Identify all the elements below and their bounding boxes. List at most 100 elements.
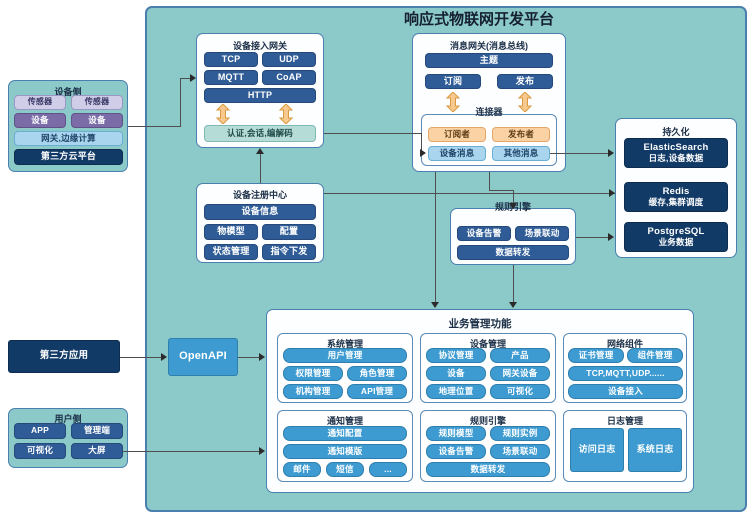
dev-visualization[interactable]: 可视化 bbox=[490, 384, 550, 399]
message-gateway-title: 消息网关(消息总线) bbox=[450, 41, 528, 51]
device-side-item-sensor-1[interactable]: 传感器 bbox=[14, 95, 66, 110]
device-side-item-device-2[interactable]: 设备 bbox=[71, 113, 123, 128]
registry-item-command-dispatch[interactable]: 指令下发 bbox=[262, 244, 316, 260]
registry-item-config[interactable]: 配置 bbox=[262, 224, 316, 240]
registry-item-thing-model[interactable]: 物模型 bbox=[204, 224, 258, 240]
conn-thirdparty-openapi bbox=[120, 357, 162, 358]
conn-registry-up bbox=[260, 152, 261, 183]
user-side-item-admin[interactable]: 管理端 bbox=[71, 423, 123, 439]
message-topic[interactable]: 主题 bbox=[425, 53, 553, 68]
arrow-rule-to-business bbox=[509, 302, 517, 308]
persistence-redis[interactable]: Redis 缓存,集群调度 bbox=[624, 182, 728, 212]
protocol-tcp[interactable]: TCP bbox=[204, 52, 258, 67]
device-side-item-device-1[interactable]: 设备 bbox=[14, 113, 66, 128]
arrow-registry-to-auth bbox=[256, 148, 264, 154]
arrow-to-openapi bbox=[161, 353, 167, 361]
arrow-to-rule-engine bbox=[509, 203, 517, 209]
dev-device[interactable]: 设备 bbox=[426, 366, 486, 381]
rule-mid-data-forward[interactable]: 数据转发 bbox=[457, 245, 569, 260]
rule-instance[interactable]: 规则实例 bbox=[490, 426, 550, 441]
rule-mid-device-alarm[interactable]: 设备告警 bbox=[457, 226, 511, 241]
dev-gateway-device[interactable]: 网关设备 bbox=[490, 366, 550, 381]
connector-other-message[interactable]: 其他消息 bbox=[492, 146, 550, 161]
rule-scene-linkage[interactable]: 场景联动 bbox=[490, 444, 550, 459]
bidirectional-arrow-icon bbox=[216, 104, 230, 124]
device-side-item-third-party-cloud[interactable]: 第三方云平台 bbox=[14, 149, 123, 165]
third-party-app-box[interactable]: 第三方应用 bbox=[8, 340, 120, 373]
net-component-mgmt[interactable]: 组件管理 bbox=[627, 348, 683, 363]
sys-user-mgmt[interactable]: 用户管理 bbox=[283, 348, 407, 363]
device-gateway-title: 设备接入网关 bbox=[232, 41, 287, 51]
arrow-to-device-gateway bbox=[190, 74, 196, 82]
persistence-postgresql-name: PostgreSQL bbox=[647, 226, 705, 238]
persistence-postgresql-desc: 业务数据 bbox=[658, 236, 694, 247]
protocol-coap[interactable]: CoAP bbox=[262, 70, 316, 85]
protocol-mqtt[interactable]: MQTT bbox=[204, 70, 258, 85]
device-side-item-sensor-2[interactable]: 传感器 bbox=[71, 95, 123, 110]
dev-product[interactable]: 产品 bbox=[490, 348, 550, 363]
conn-registry-right bbox=[324, 193, 615, 194]
registry-item-state-mgmt[interactable]: 状态管理 bbox=[204, 244, 258, 260]
persistence-elasticsearch-name: ElasticSearch bbox=[643, 142, 709, 154]
net-protocols[interactable]: TCP,MQTT,UDP...... bbox=[568, 366, 683, 381]
registry-item-device-info[interactable]: 设备信息 bbox=[204, 204, 316, 220]
business-group-system-title: 系统管理 bbox=[326, 339, 363, 349]
persistence-redis-desc: 缓存,集群调度 bbox=[648, 196, 704, 207]
notify-template[interactable]: 通知模版 bbox=[283, 444, 407, 459]
dev-geo-location[interactable]: 地理位置 bbox=[426, 384, 486, 399]
log-access[interactable]: 访问日志 bbox=[570, 428, 624, 472]
conn-deviceside-h2 bbox=[180, 78, 194, 79]
business-title: 业务管理功能 bbox=[448, 318, 512, 330]
conn-rule-to-business bbox=[513, 265, 514, 307]
rule-device-alarm[interactable]: 设备告警 bbox=[426, 444, 486, 459]
conn-msg-to-business bbox=[435, 172, 436, 307]
conn-userside-business bbox=[123, 451, 260, 452]
conn-rule-right bbox=[576, 237, 609, 238]
connector-title: 连接器 bbox=[475, 107, 503, 117]
business-group-notify-title: 通知管理 bbox=[326, 416, 363, 426]
sys-role-mgmt[interactable]: 角色管理 bbox=[347, 366, 407, 381]
device-side-item-gateway-edge[interactable]: 网关,边缘计算 bbox=[14, 131, 123, 146]
protocol-http[interactable]: HTTP bbox=[204, 88, 316, 103]
dev-protocol-mgmt[interactable]: 协议管理 bbox=[426, 348, 486, 363]
notify-config[interactable]: 通知配置 bbox=[283, 426, 407, 441]
message-subscribe[interactable]: 订阅 bbox=[425, 74, 481, 89]
protocol-udp[interactable]: UDP bbox=[262, 52, 316, 67]
rule-data-forward[interactable]: 数据转发 bbox=[426, 462, 550, 477]
conn-deviceside-h bbox=[128, 126, 181, 127]
persistence-elasticsearch[interactable]: ElasticSearch 日志,设备数据 bbox=[624, 138, 728, 168]
arrow-openapi-to-business bbox=[259, 353, 265, 361]
business-group-rule-title: 规则引擎 bbox=[469, 416, 506, 426]
arrow-msg-to-business bbox=[431, 302, 439, 308]
rule-model[interactable]: 规则模型 bbox=[426, 426, 486, 441]
rule-mid-scene-linkage[interactable]: 场景联动 bbox=[515, 226, 569, 241]
conn-auth-down bbox=[421, 133, 422, 153]
auth-session-codec-box[interactable]: 认证,会话,编解码 bbox=[204, 125, 316, 142]
sys-api-mgmt[interactable]: API管理 bbox=[347, 384, 407, 399]
notify-sms[interactable]: 短信 bbox=[326, 462, 364, 477]
notify-more[interactable]: ... bbox=[369, 462, 407, 477]
persistence-postgresql[interactable]: PostgreSQL 业务数据 bbox=[624, 222, 728, 252]
connector-publisher[interactable]: 发布者 bbox=[492, 127, 550, 142]
log-system[interactable]: 系统日志 bbox=[628, 428, 682, 472]
device-side-title: 设备侧 bbox=[54, 87, 82, 97]
business-group-log-title: 日志管理 bbox=[606, 416, 643, 426]
conn-openapi-business bbox=[238, 357, 260, 358]
net-cert-mgmt[interactable]: 证书管理 bbox=[568, 348, 624, 363]
user-side-item-visualization[interactable]: 可视化 bbox=[14, 443, 66, 459]
connector-device-message[interactable]: 设备消息 bbox=[428, 146, 486, 161]
conn-msg-down2 bbox=[513, 190, 514, 209]
sys-org-mgmt[interactable]: 机构管理 bbox=[283, 384, 343, 399]
sys-permission-mgmt[interactable]: 权限管理 bbox=[283, 366, 343, 381]
connector-subscriber[interactable]: 订阅者 bbox=[428, 127, 486, 142]
message-publish[interactable]: 发布 bbox=[497, 74, 553, 89]
arrow-to-elasticsearch bbox=[608, 149, 614, 157]
user-side-item-bigscreen[interactable]: 大屏 bbox=[71, 443, 123, 459]
net-device-access[interactable]: 设备接入 bbox=[568, 384, 683, 399]
openapi-box[interactable]: OpenAPI bbox=[168, 338, 238, 376]
bidirectional-arrow-icon bbox=[518, 92, 532, 112]
user-side-item-app[interactable]: APP bbox=[14, 423, 66, 439]
conn-msg-down bbox=[489, 172, 490, 190]
notify-email[interactable]: 邮件 bbox=[283, 462, 321, 477]
